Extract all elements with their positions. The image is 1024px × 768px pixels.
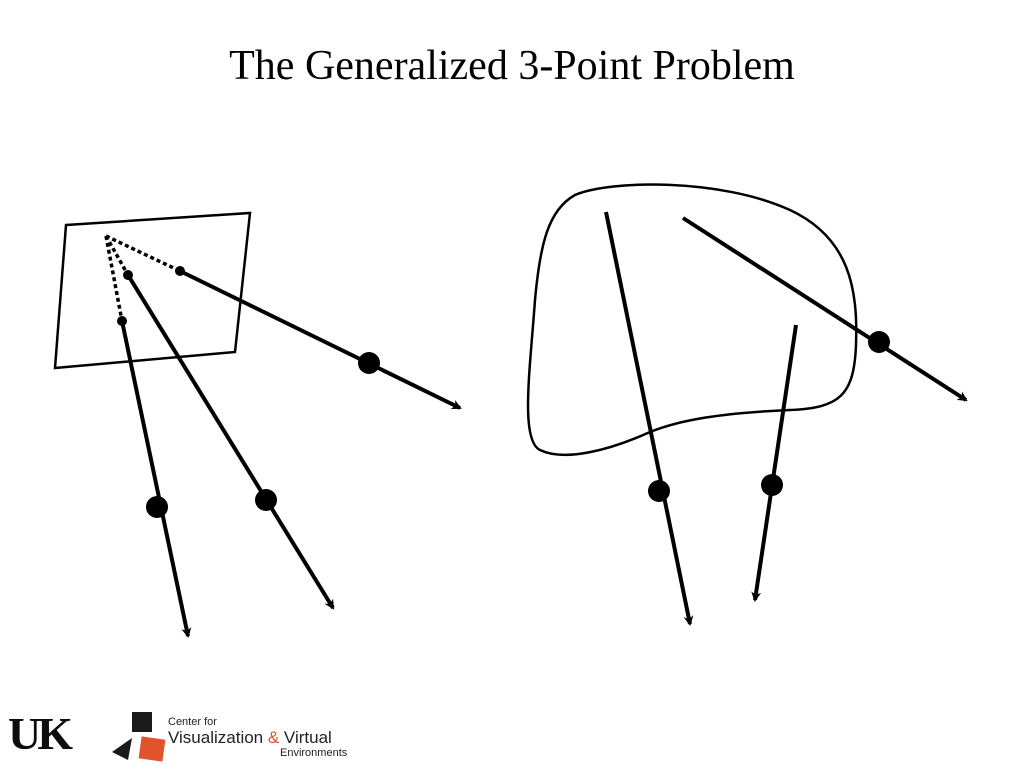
footer-logos: UK Center for Visualization & Virtual En… — [8, 704, 368, 764]
ray-arrow — [179, 269, 462, 410]
cvve-logo-text: Center for Visualization & Virtual Envir… — [168, 716, 347, 759]
image-point — [175, 266, 185, 276]
projection-dotted-line — [104, 235, 130, 276]
ray-arrow — [751, 324, 798, 602]
ray-arrow — [604, 211, 694, 626]
projection-dotted-line — [105, 234, 181, 273]
projection-dotted-line — [104, 235, 124, 322]
cvve-line-visualization: Visualization & Virtual — [168, 728, 347, 747]
world-point — [868, 331, 890, 353]
uk-logo: UK — [8, 708, 73, 759]
image-plane — [53, 211, 252, 370]
image-point — [123, 270, 133, 280]
perspective-camera-diagram — [53, 211, 462, 638]
world-point — [358, 352, 380, 374]
image-point — [117, 316, 127, 326]
cvve-visualization-text: Visualization — [168, 728, 268, 747]
cvve-line-environments: Environments — [280, 747, 348, 759]
cvve-logo-mark — [112, 712, 166, 762]
ray-arrow — [120, 320, 192, 638]
cvve-virtual-text: Virtual — [279, 728, 332, 747]
world-point — [648, 480, 670, 502]
world-point — [146, 496, 168, 518]
generalized-camera-diagram — [526, 183, 968, 626]
cvve-ampersand: & — [267, 728, 280, 747]
ray-arrow — [681, 216, 968, 402]
generalized-camera-blob — [526, 183, 858, 457]
ray-arrow — [126, 273, 335, 610]
world-point — [761, 474, 783, 496]
slide-title: The Generalized 3-Point Problem — [229, 43, 795, 89]
world-point — [255, 489, 277, 511]
cvve-line-center-for: Center for — [168, 716, 217, 728]
